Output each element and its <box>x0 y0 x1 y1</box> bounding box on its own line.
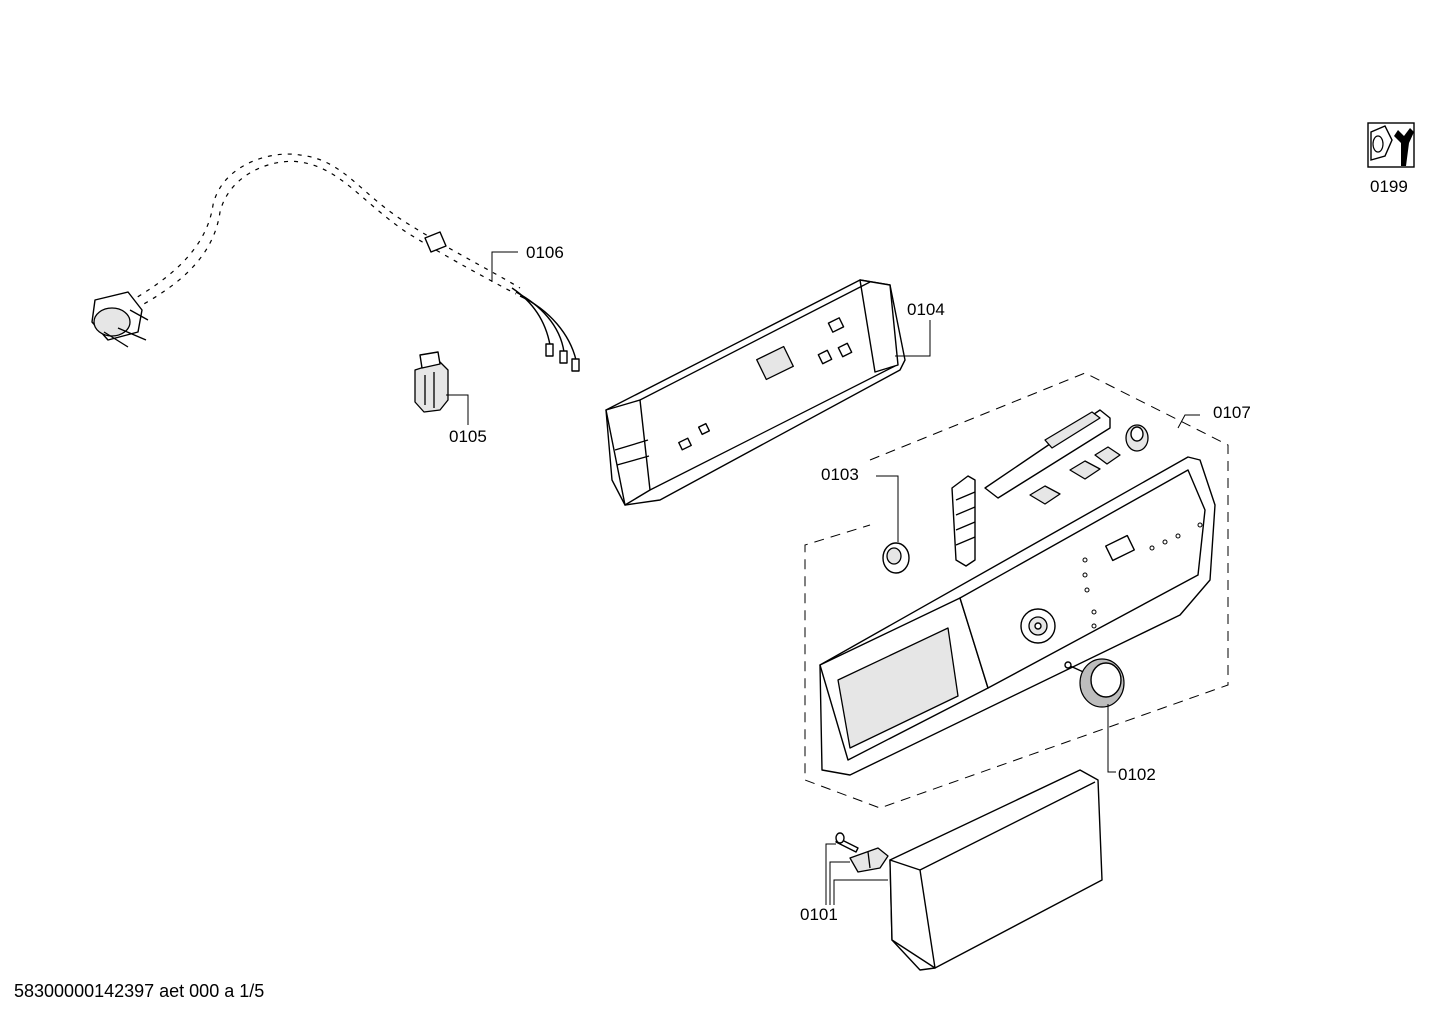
rotary-cap-part[interactable] <box>876 475 910 574</box>
suppressor-part[interactable] <box>414 351 469 425</box>
part-label-0199: 0199 <box>1370 177 1408 196</box>
part-label-0105: 0105 <box>449 427 487 446</box>
part-label-0106: 0106 <box>526 243 564 262</box>
part-label-0101: 0101 <box>800 905 838 924</box>
electronic-module-part[interactable] <box>605 279 931 506</box>
document-code: 58300000142397 aet 000 a 1/5 <box>14 981 265 1001</box>
part-label-0107: 0107 <box>1213 403 1251 422</box>
part-label-0102: 0102 <box>1118 765 1156 784</box>
drawer-handle-part[interactable] <box>825 769 1103 971</box>
nut-and-wrench-icon <box>1367 122 1415 168</box>
part-label-0104: 0104 <box>907 300 945 319</box>
indicator-dots <box>1082 522 1203 629</box>
power-cable-part[interactable] <box>91 153 580 372</box>
part-label-0103: 0103 <box>821 465 859 484</box>
selector-knob-part[interactable] <box>1064 658 1125 773</box>
control-panel-assembly[interactable] <box>804 372 1229 809</box>
